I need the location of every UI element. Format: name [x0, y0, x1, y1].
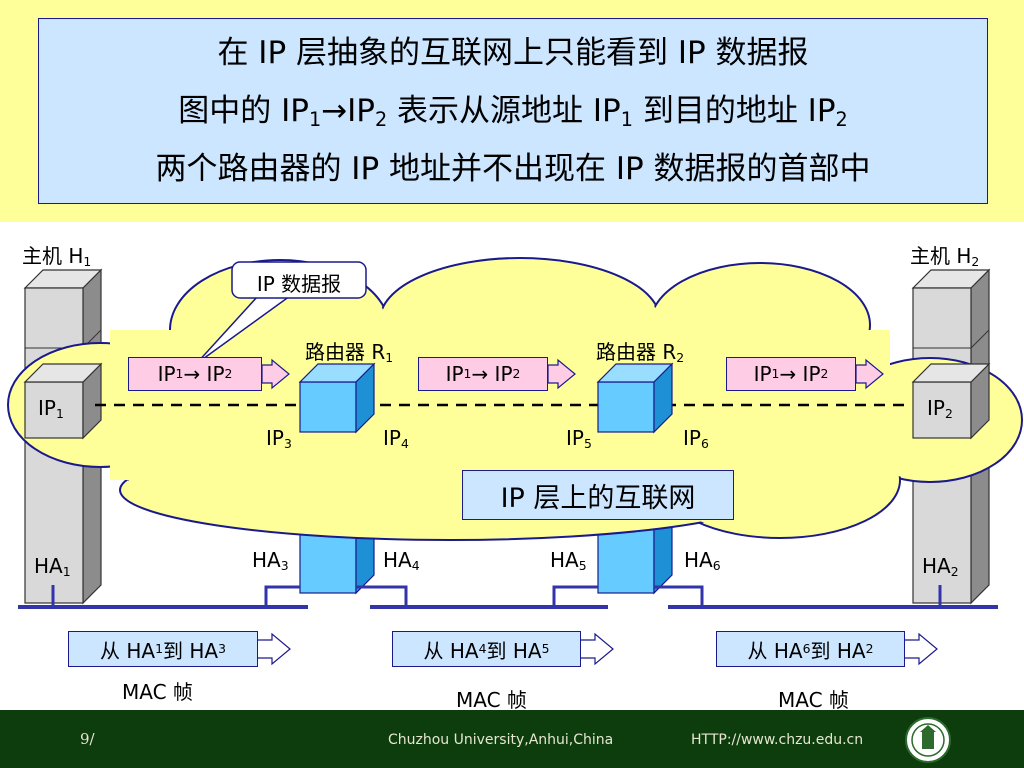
title-line-3: 两个路由器的 IP 地址并不出现在 IP 数据报的首部中	[155, 151, 871, 187]
callout-text: IP 数据报	[256, 272, 342, 296]
router-r1-ha-right: HA4	[383, 548, 420, 574]
router-r2-ip-left: IP5	[566, 426, 592, 452]
frame-caption-3: MAC 帧	[778, 688, 849, 712]
network-taps	[51, 585, 942, 607]
router-r1-cube	[298, 362, 376, 434]
host-h1-label: 主机 H1	[22, 244, 92, 270]
university-logo-icon	[905, 717, 951, 763]
host-h1-ip: IP1	[38, 396, 64, 422]
router-r2-cube	[596, 362, 674, 434]
host-h2-ip: IP2	[927, 396, 953, 422]
footer-university: Chuzhou University,Anhui,China	[388, 732, 614, 748]
router-r2-ip-right: IP6	[683, 426, 709, 452]
frame-caption-1: MAC 帧	[122, 680, 193, 704]
router-r1-ip-left: IP3	[266, 426, 292, 452]
host-h1-ip-layer	[23, 362, 103, 440]
datagram-arrowheads	[261, 358, 884, 390]
frame-caption-2: MAC 帧	[456, 688, 527, 712]
title-line-1: 在 IP 层抽象的互联网上只能看到 IP 数据报	[217, 35, 809, 71]
host-h1-ha: HA1	[34, 554, 71, 580]
router-r1-ha-left: HA3	[252, 548, 289, 574]
router-r1-ip-right: IP4	[383, 426, 409, 452]
title-box: 在 IP 层抽象的互联网上只能看到 IP 数据报 图中的 IP1→IP2 表示从…	[38, 18, 988, 204]
cloud-label: IP 层上的互联网	[462, 470, 734, 520]
router-r1-label: 路由器 R1	[305, 340, 394, 366]
footer-url: HTTP://www.chzu.edu.cn	[691, 732, 864, 748]
router-r2-ha-right: HA6	[684, 548, 721, 574]
footer-bar: 9/ Chuzhou University,Anhui,China HTTP:/…	[0, 710, 1024, 768]
router-r2-ha-left: HA5	[550, 548, 587, 574]
host-h2-ha: HA2	[922, 554, 959, 580]
title-line-2: 图中的 IP1→IP2 表示从源地址 IP1 到目的地址 IP2	[178, 93, 848, 131]
router-r2-label: 路由器 R2	[596, 340, 685, 366]
frame-arrowheads	[256, 632, 938, 666]
callout-box	[231, 261, 367, 299]
page-number: 9/	[80, 730, 95, 748]
host-h2-label: 主机 H2	[910, 244, 980, 270]
host-h2-ip-layer	[911, 362, 991, 440]
